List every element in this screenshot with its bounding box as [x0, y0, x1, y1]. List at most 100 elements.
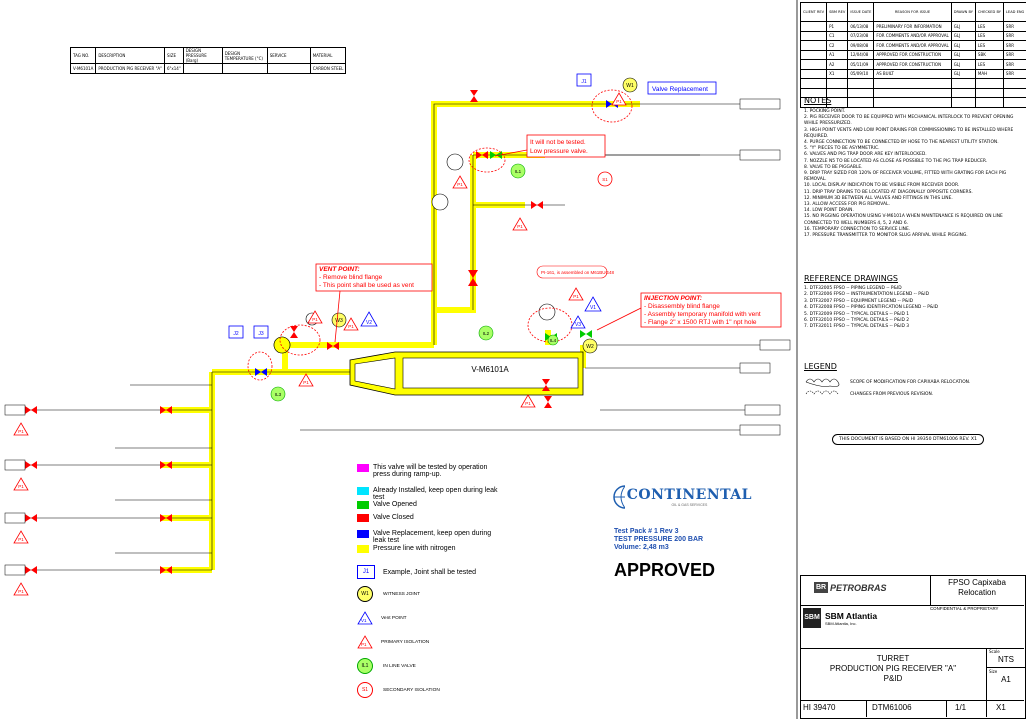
- revision-cell: APPROVED FOR CONSTRUCTION: [873, 49, 952, 60]
- svg-text:PI-161, is assembled on M61BUG: PI-161, is assembled on M61BUG48: [541, 270, 615, 275]
- injection-point-callout: INJECTION POINT: - Disassembly blind fla…: [596, 292, 782, 331]
- vent-legend-icon: [357, 611, 373, 625]
- revision-number: X1: [996, 703, 1006, 712]
- note-item: 11. DRIP TRAY DRAINS TO BE LOCATED AT DI…: [804, 189, 973, 195]
- primary-isolation-markers: P1 P1 P1 P1 P1 P1 P1 P1 P1 P1 P1 P1: [13, 92, 627, 596]
- color-swatch: [357, 501, 369, 509]
- test-pack-info: Test Pack # 1 Rev 3 TEST PRESSURE 200 BA…: [614, 528, 703, 552]
- note-item: 12. MINIMUM 3D BETWEEN ALL VALVES AND FI…: [804, 195, 953, 201]
- color-legend-text: Already Installed, keep open during leak…: [373, 487, 498, 501]
- reference-item: 3. DTF32007 FPSO -- EQUIPMENT LEGEND -- …: [804, 298, 913, 304]
- witness-legend-icon: W1: [357, 586, 373, 602]
- revision-cell: APPROVED FOR CONSTRUCTION: [873, 59, 952, 70]
- revision-cell: A2: [826, 59, 849, 70]
- note-item: 15. NO PIGGING OPERATION USING V-M6101A …: [804, 214, 1003, 226]
- revision-cell: P1: [826, 21, 849, 32]
- color-legend-text: Valve Closed: [373, 514, 414, 521]
- color-swatch: [357, 514, 369, 522]
- continental-name: CONTINENTAL: [626, 487, 752, 503]
- changes-cloud-icon: [805, 390, 839, 395]
- revision-cell: [799, 40, 828, 51]
- scope-clouds: [247, 89, 633, 381]
- inline-valve-legend-icon: IL1: [357, 658, 373, 674]
- revision-cell: LES: [974, 40, 1004, 51]
- svg-text:W1: W1: [626, 83, 634, 89]
- changes-text: CHANGES FROM PREVIOUS REVISION.: [850, 391, 934, 397]
- approved-stamp: APPROVED: [614, 560, 716, 580]
- joint-legend-text: Example, Joint shall be tested: [383, 568, 476, 576]
- joint-marker-label: J3: [258, 331, 264, 337]
- color-legend-row: Valve Opened: [357, 501, 503, 509]
- svg-text:P1: P1: [18, 484, 24, 489]
- volume-line: Volume: 2,48 m3: [614, 544, 669, 551]
- revision-cell: SRR: [1002, 68, 1026, 79]
- petrobras-logo-text: PETROBRAS: [830, 582, 887, 593]
- revision-cell: 07/23/08: [847, 30, 875, 41]
- revision-cell: GLJ: [950, 59, 976, 70]
- revision-cell: 09/08/08: [847, 40, 875, 51]
- tag-header: SERVICE: [266, 47, 311, 64]
- revision-cell: GLJ: [950, 21, 976, 32]
- revision-cell: LES: [974, 21, 1004, 32]
- revision-cell: GLJ: [950, 68, 976, 79]
- svg-text:VENT POINT:: VENT POINT:: [319, 266, 360, 273]
- legend-title: LEGEND: [804, 362, 837, 371]
- svg-text:P1: P1: [573, 294, 579, 299]
- revision-cell: [799, 30, 828, 41]
- svg-text:P1: P1: [18, 589, 24, 594]
- confidential-label: CONFIDENTIAL & PROPRIETARY: [930, 606, 999, 611]
- note-item: 2. PIG RECEIVER DOOR TO BE EQUIPPED WITH…: [804, 115, 1014, 127]
- secondary-isolation-legend-icon: S1: [357, 682, 373, 698]
- reference-title: REFERENCE DRAWINGS: [804, 274, 899, 283]
- size-value: A1: [1001, 675, 1011, 684]
- notes-section: NOTES 1. POCKING POINT.2. PIG RECEIVER D…: [804, 96, 1024, 239]
- color-legend-row: Already Installed, keep open during leak…: [357, 487, 503, 501]
- revision-cell: [799, 59, 828, 70]
- revision-cell: [799, 68, 828, 79]
- revision-cell: SRR: [1002, 59, 1026, 70]
- svg-text:- Assembly temporary manifold: - Assembly temporary manifold with vent: [644, 311, 761, 318]
- based-on-note: THIS DOCUMENT IS BASED ON HI 39350 DTM61…: [832, 434, 984, 445]
- tag-header: SIZE: [164, 47, 184, 64]
- revision-cell: 12/04/08: [847, 49, 875, 60]
- svg-text:P1: P1: [18, 537, 24, 542]
- revision-cell: SRR: [1002, 40, 1026, 51]
- secondary-isolation-marker: S1: [597, 171, 613, 187]
- color-legend-row: Valve Closed: [357, 514, 503, 522]
- rev-header: ISSUE DATE: [847, 2, 875, 22]
- notes-list: 1. POCKING POINT.2. PIG RECEIVER DOOR TO…: [804, 109, 1024, 239]
- note-item: 4. PURGE CONNECTION TO BE CONNECTED BY H…: [804, 140, 999, 146]
- note-item: 7. NOZZLE N5 TO BE LOCATED AS CLOSE AS P…: [804, 158, 988, 164]
- revision-cell: SRR: [1002, 49, 1026, 60]
- color-legend-row: Pressure line with nitrogen: [357, 545, 503, 553]
- reference-item: 6. DTF32010 FPSO -- TYPICAL DETAILS -- P…: [804, 318, 910, 324]
- svg-text:P1: P1: [457, 182, 463, 187]
- vent-point-callout: VENT POINT: - Remove blind flange - This…: [315, 263, 433, 343]
- rev-header: CLIENT REV: [799, 2, 828, 22]
- primary-legend-code: P1: [361, 641, 367, 647]
- svg-text:Low pressure valve.: Low pressure valve.: [530, 148, 588, 155]
- note-item: 14. LOW POINT DRAIN.: [804, 208, 854, 214]
- note-item: 16. TEMPORARY CONNECTION TO SERVICE LINE…: [804, 226, 911, 232]
- revision-cell: MAH: [974, 68, 1004, 79]
- reference-item: 7. DTF32011 FPSO -- TYPICAL DETAILS -- P…: [804, 324, 910, 330]
- revision-cell: 05/09/10: [847, 68, 875, 79]
- color-swatch: [357, 530, 369, 538]
- drawing-title: TURRET PRODUCTION PIG RECEIVER "A" P&ID: [800, 654, 986, 684]
- valves: [25, 90, 618, 574]
- equipment-tag-table: TAG NO. DESCRIPTION SIZE DESIGN PRESSURE…: [69, 47, 347, 74]
- revision-cell: 06/13/08: [847, 21, 875, 32]
- test-pack-line: Test Pack # 1 Rev 3: [614, 528, 679, 535]
- svg-text:P1: P1: [18, 429, 24, 434]
- revision-cell: SRR: [1002, 30, 1026, 41]
- secondary-isolation-legend-text: SECONDARY ISOLATION: [383, 687, 440, 693]
- svg-text:P1: P1: [616, 99, 622, 104]
- tag-header: TAG NO.: [69, 47, 97, 64]
- revision-cell: FOR COMMENTS AND/OR APPROVAL: [873, 40, 952, 51]
- svg-text:V1: V1: [590, 305, 596, 311]
- svg-text:P1: P1: [312, 317, 318, 322]
- svg-text:IL3: IL3: [275, 392, 282, 397]
